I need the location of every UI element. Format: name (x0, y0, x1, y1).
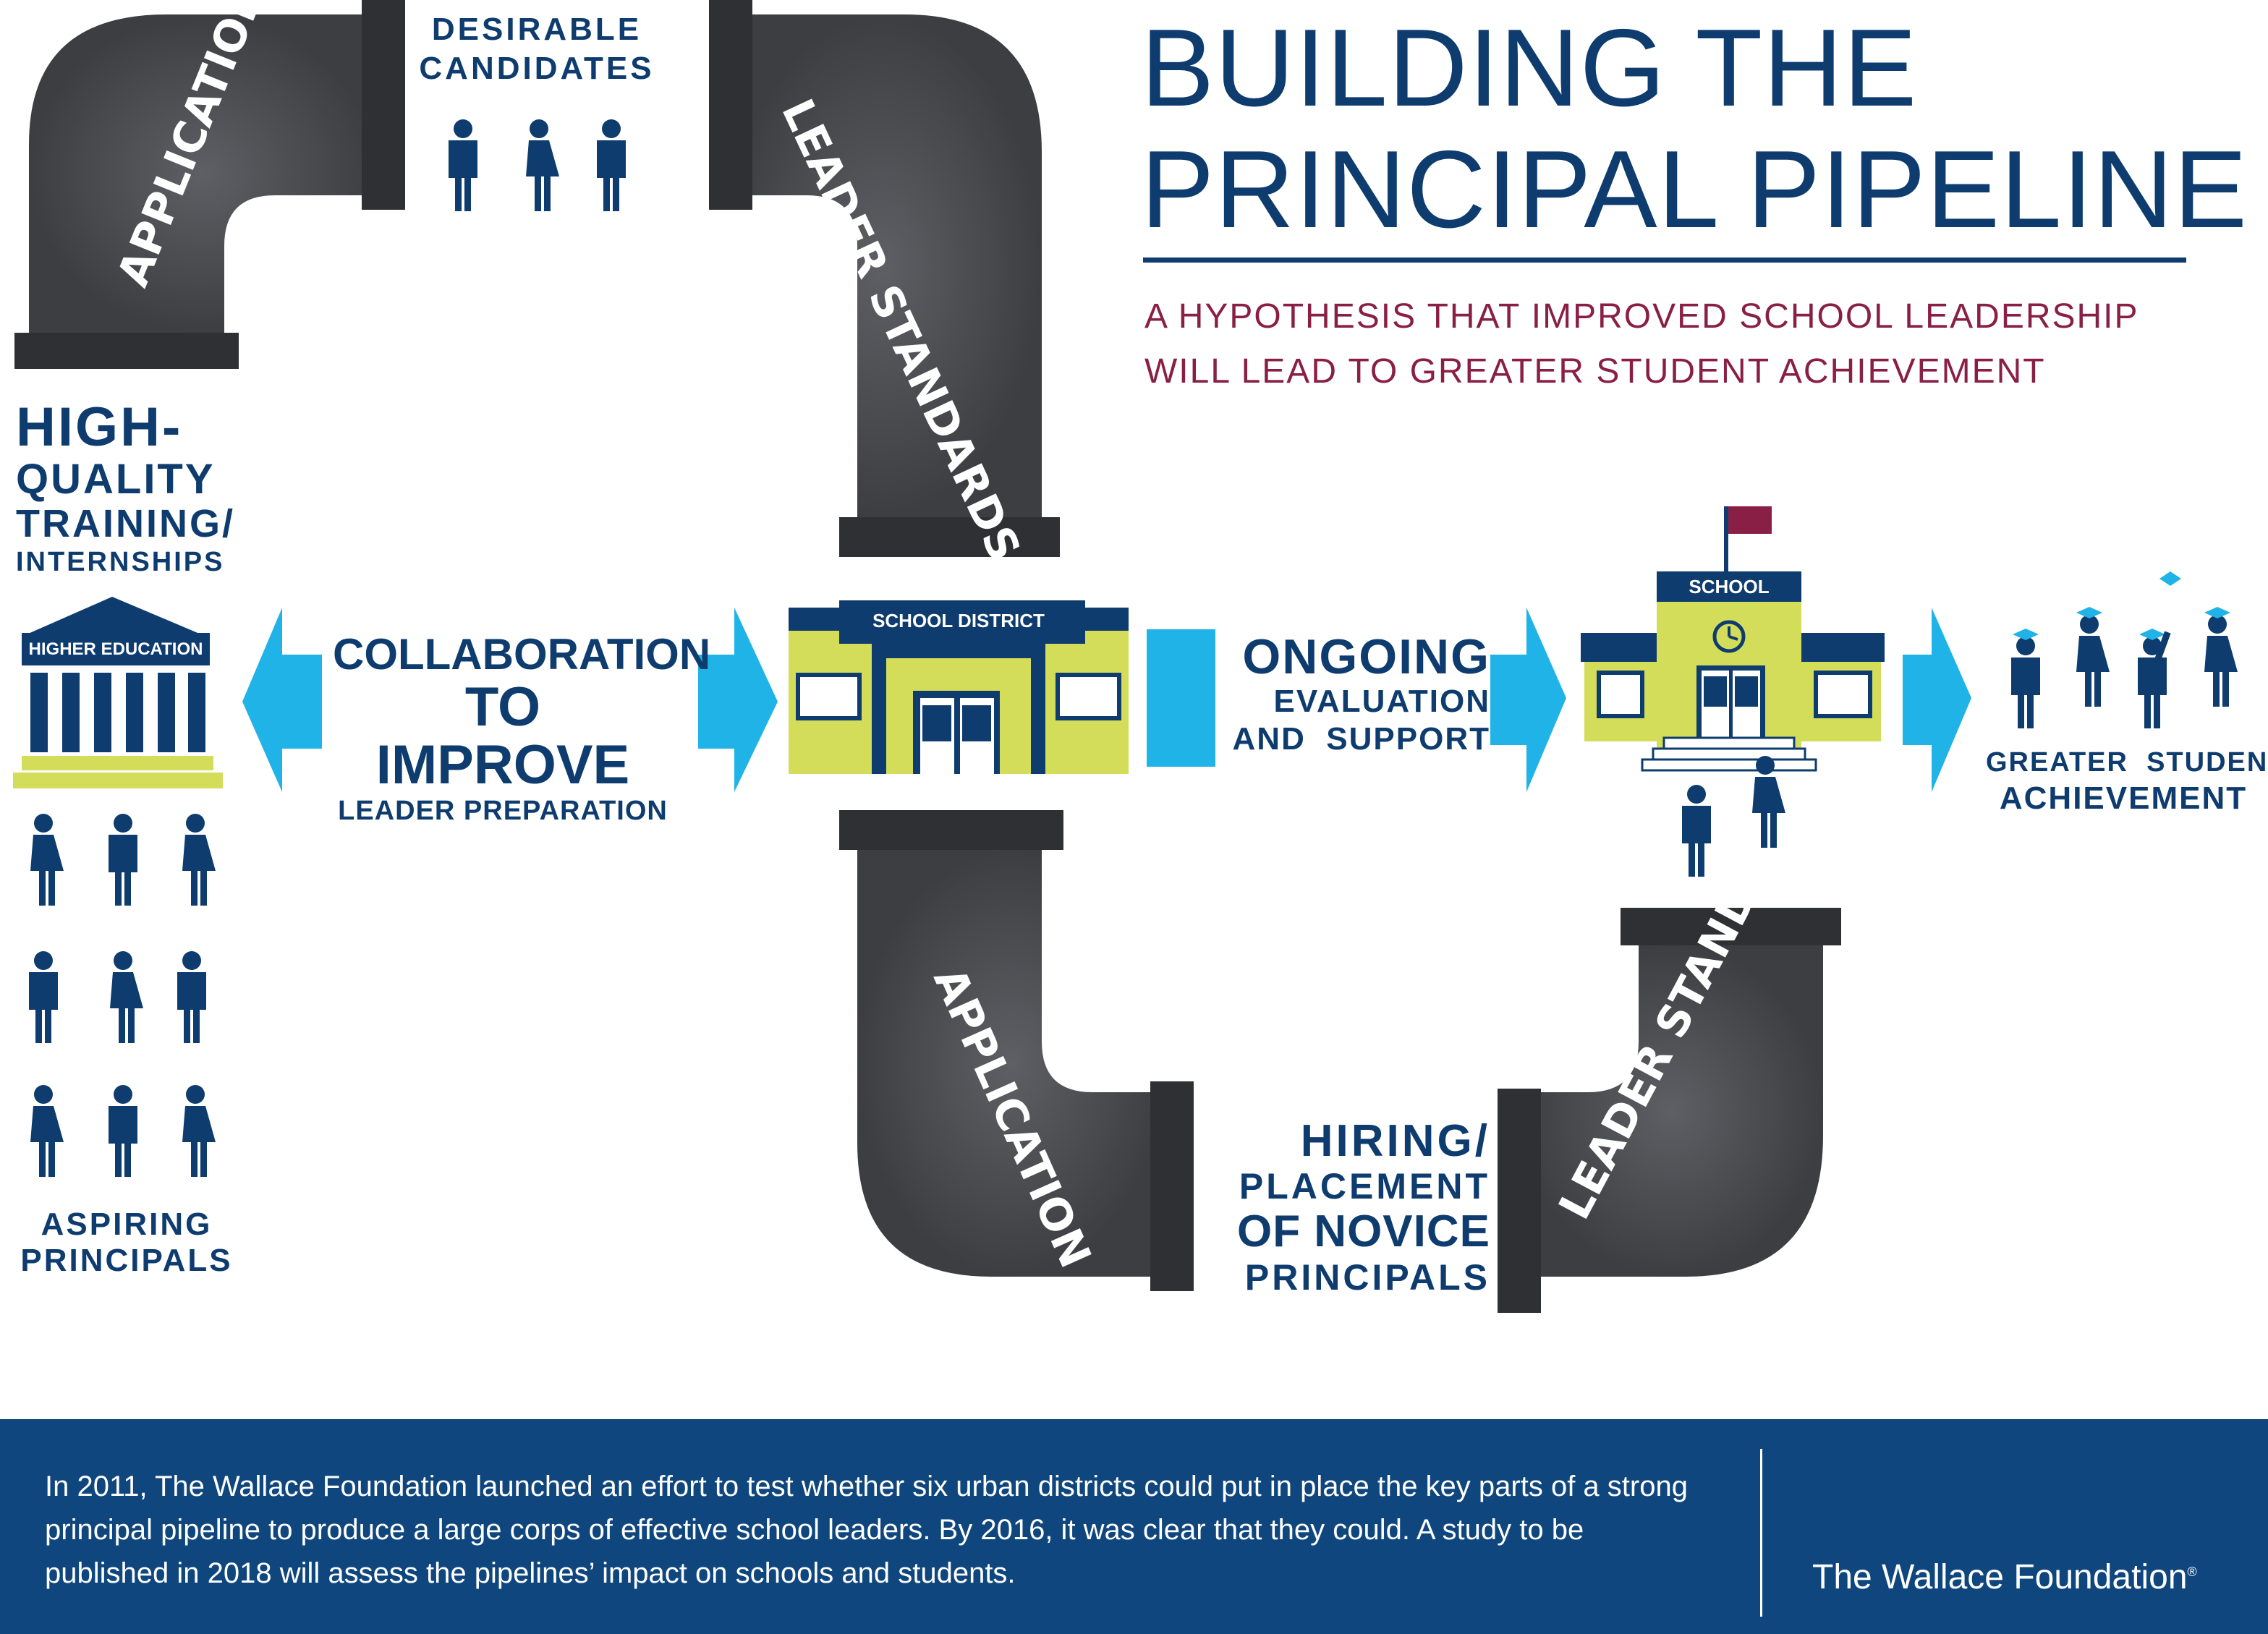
desirable-line-2: CANDIDATES (419, 51, 655, 86)
aspiring-line-2: PRINCIPALS (20, 1243, 233, 1278)
tossed-cap-icon (2159, 571, 2181, 586)
hiring-line-3: OF NOVICE (1236, 1207, 1490, 1256)
achievement-arrow (1903, 608, 1971, 792)
collaboration-line-3: LEADER PREPARATION (338, 796, 668, 826)
title-divider (1143, 258, 2186, 263)
wallace-logo[interactable]: The Wallace Foundation® (1812, 1557, 2197, 1597)
registered-mark: ® (2187, 1565, 2197, 1579)
hiring-label: HIRING/ PLACEMENT OF NOVICE PRINCIPALS (1194, 1118, 1490, 1298)
achievement-line-1: GREATER STUDENT (1986, 747, 2268, 778)
school-sign: SCHOOL (1689, 576, 1769, 597)
achievement-line-2: ACHIEVEMENT (1999, 780, 2248, 816)
footer-text: In 2011, The Wallace Foundation launched… (45, 1471, 1688, 1589)
higher-education-sign: HIGHER EDUCATION (29, 639, 203, 659)
subtitle: A HYPOTHESIS THAT IMPROVED SCHOOL LEADER… (1144, 289, 2139, 399)
ongoing-line-3: AND SUPPORT (1232, 721, 1490, 757)
graduate-students-icons (2011, 571, 2238, 728)
collaboration-arrow-left (242, 608, 322, 792)
subtitle-line-1: A HYPOTHESIS THAT IMPROVED SCHOOL LEADER… (1144, 297, 2139, 336)
collaboration-label: COLLABORATION TO IMPROVE LEADER PREPARAT… (333, 630, 711, 827)
pipe-top-left (14, 0, 405, 369)
pipe-top-right (709, 0, 1060, 557)
desirable-line-1: DESIRABLE (431, 12, 642, 47)
higher-education-building (13, 597, 223, 788)
aspiring-principals-icons (29, 814, 216, 1177)
pipe-bottom-right (1498, 908, 1841, 1313)
collaboration-line-1: COLLABORATION (333, 630, 711, 678)
subtitle-line-2: WILL LEAD TO GREATER STUDENT ACHIEVEMENT (1144, 352, 2046, 391)
footer-divider (1760, 1449, 1762, 1617)
hiring-line-4: PRINCIPALS (1244, 1257, 1490, 1298)
ongoing-label: ONGOING EVALUATION AND SUPPORT (1223, 631, 1490, 758)
title-line-1: BUILDING THE (1141, 7, 1918, 129)
training-line-3: TRAINING/ (16, 502, 235, 545)
aspiring-principals-label: ASPIRING PRINCIPALS (14, 1207, 239, 1279)
collaboration-arrow-right (698, 608, 778, 792)
school-building (1581, 506, 1885, 772)
school-district-sign: SCHOOL DISTRICT (872, 610, 1045, 631)
title-line-2: PRINCIPAL PIPELINE (1141, 128, 2248, 251)
training-line-4: INTERNSHIPS (16, 547, 225, 577)
pipe-bottom-left (839, 810, 1194, 1291)
achievement-label: GREATER STUDENT ACHIEVEMENT (1986, 745, 2268, 817)
wallace-logo-text: The Wallace Foundation (1812, 1558, 2188, 1596)
hiring-line-2: PLACEMENT (1239, 1166, 1490, 1207)
ongoing-arrow-right (1490, 608, 1566, 792)
training-line-1: HIGH- (16, 396, 183, 458)
training-line-2: QUALITY (16, 456, 216, 503)
school-flag (1728, 506, 1772, 534)
aspiring-line-1: ASPIRING (41, 1207, 213, 1242)
school-district-building (789, 600, 1129, 774)
collaboration-line-2: TO IMPROVE (375, 676, 630, 796)
footer-bar (0, 1419, 2268, 1634)
ongoing-arrow-left-block (1147, 629, 1215, 767)
hiring-line-1: HIRING/ (1300, 1116, 1490, 1166)
desirable-candidates-label: DESIRABLE CANDIDATES (407, 10, 667, 88)
desirable-candidates-icons (449, 119, 626, 211)
ongoing-line-2: EVALUATION (1273, 684, 1490, 719)
ongoing-line-1: ONGOING (1242, 629, 1490, 684)
page-title: BUILDING THE PRINCIPAL PIPELINE (1141, 7, 2248, 250)
training-label: HIGH- QUALITY TRAINING/ INTERNSHIPS (16, 398, 235, 579)
